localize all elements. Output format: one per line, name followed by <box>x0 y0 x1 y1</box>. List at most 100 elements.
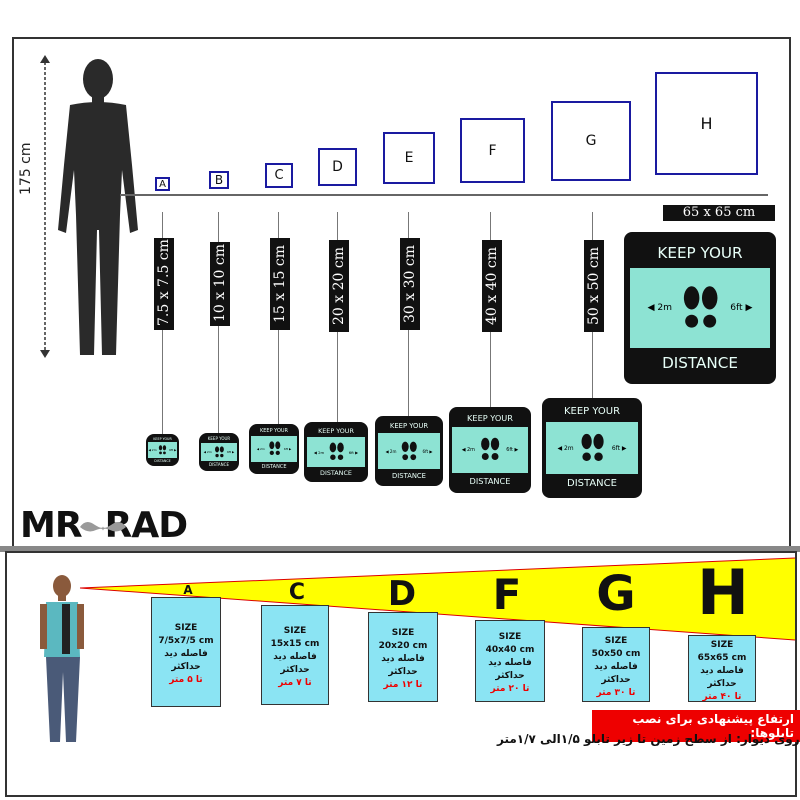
keep-distance-sign: KEEP YOUR ◀ 2m 6ft ▶ DISTANCE <box>199 433 239 471</box>
sign-middle: ◀ 2m 6ft ▶ <box>306 436 366 468</box>
panel-line2: تا ۲۰ متر <box>490 684 530 694</box>
size-box-g: G <box>551 101 631 181</box>
right-arrow-icon: 6ft ▶ <box>730 303 753 313</box>
man-photo <box>40 575 84 742</box>
big-size-label: 65 x 65 cm <box>663 205 775 221</box>
panel-size: 20x20 cm <box>378 641 428 651</box>
cone-letter-g: G <box>596 566 636 622</box>
panel-size-title: SIZE <box>604 635 628 646</box>
sign-middle: ◀ 2m 6ft ▶ <box>201 442 237 462</box>
footprints-icon <box>581 433 604 461</box>
keep-distance-sign: KEEP YOUR ◀ 2m 6ft ▶ DISTANCE <box>542 398 642 498</box>
panel-size: 50x50 cm <box>591 648 641 659</box>
panel-size: 7/5x7/5 cm <box>158 636 214 646</box>
right-arrow-icon: 6ft ▶ <box>169 448 177 452</box>
panel-line2: تا ۳۰ متر <box>596 687 636 698</box>
panel-line2: تا ۵ متر <box>169 675 203 685</box>
footprints-icon <box>329 442 344 461</box>
left-arrow-icon: ◀ 2m <box>461 447 475 453</box>
sign-footer: DISTANCE <box>392 472 426 481</box>
left-arrow-icon: ◀ 2m <box>385 448 397 454</box>
panel-line1: فاصله دید حداکثر <box>700 665 744 689</box>
keep-distance-sign: KEEP YOUR ◀ 2m 6ft ▶ DISTANCE <box>624 232 776 384</box>
size-panel: SIZE 65x65 cm فاصله دید حداکثر تا ۴۰ متر <box>688 635 756 702</box>
dimension-label-c: 15 x 15 cm <box>270 238 290 330</box>
sign-middle: ◀ 2m 6ft ▶ <box>148 442 177 458</box>
size-panel: SIZE 7/5x7/5 cm فاصله دید حداکثر تا ۵ متر <box>151 597 221 707</box>
keep-distance-sign: KEEP YOUR ◀ 2m 6ft ▶ DISTANCE <box>304 422 368 482</box>
left-arrow-icon: ◀ 2m <box>313 449 325 455</box>
panel-size-title: SIZE <box>710 639 734 650</box>
install-height-title: ارتفاع پیشنهادی برای نصب تابلوها: <box>592 710 800 742</box>
sign-footer: DISTANCE <box>261 464 287 470</box>
panel-line1: فاصله دید حداکثر <box>164 649 208 672</box>
panel-line1: فاصله دید حداکثر <box>594 661 638 685</box>
size-box-b: B <box>209 171 229 189</box>
sign-header: KEEP YOUR <box>657 244 743 263</box>
sign-footer: DISTANCE <box>469 475 511 486</box>
size-box-c: C <box>265 163 293 188</box>
sign-middle: ◀ 2m 6ft ▶ <box>452 427 528 473</box>
left-arrow-icon: ◀ 2m <box>647 303 673 313</box>
divider-bar <box>0 546 800 552</box>
dimension-label-a: 7.5 x 7.5 cm <box>154 238 174 330</box>
cone-letter-f: F <box>492 570 522 619</box>
sign-header: KEEP YOUR <box>389 421 429 430</box>
dimension-label-f: 40 x 40 cm <box>482 240 502 332</box>
cone-letter-d: D <box>387 574 417 614</box>
cone-letter-c: C <box>288 580 306 605</box>
sign-middle: ◀ 2m 6ft ▶ <box>377 432 441 470</box>
right-arrow-icon: 6ft ▶ <box>226 450 235 454</box>
size-box-f: F <box>460 118 525 183</box>
sign-footer: DISTANCE <box>209 462 229 468</box>
sign-footer: DISTANCE <box>320 469 352 478</box>
dimension-label-d: 20 x 20 cm <box>329 240 349 332</box>
keep-distance-sign: KEEP YOUR ◀ 2m 6ft ▶ DISTANCE <box>375 416 443 486</box>
panel-size: 40x40 cm <box>485 645 535 655</box>
panel-line1: فاصله دید حداکثر <box>273 652 317 675</box>
cone-letter-h: H <box>697 556 749 629</box>
sign-header: KEEP YOUR <box>563 406 621 417</box>
sign-footer: DISTANCE <box>662 353 738 372</box>
panel-size-title: SIZE <box>391 628 415 638</box>
panel-line2: تا ۴۰ متر <box>702 691 742 702</box>
panel-size-title: SIZE <box>174 623 198 633</box>
footprints-icon <box>684 286 718 328</box>
right-arrow-icon: 6ft ▶ <box>506 447 519 453</box>
height-arrow <box>40 55 50 358</box>
left-arrow-icon: ◀ 2m <box>148 448 157 452</box>
sign-header: KEEP YOUR <box>467 413 513 424</box>
panel-size-title: SIZE <box>283 626 307 636</box>
sign-footer: DISTANCE <box>567 478 617 489</box>
size-box-h: H <box>655 72 758 175</box>
footprints-icon <box>268 441 280 456</box>
eye-level-line <box>120 194 768 196</box>
panel-size: 65x65 cm <box>697 652 747 663</box>
footprints-icon <box>481 438 500 461</box>
sign-header: KEEP YOUR <box>207 436 231 441</box>
panel-line2: تا ۱۲ متر <box>383 680 423 690</box>
sign-middle: ◀ 2m 6ft ▶ <box>546 422 638 474</box>
dimension-label-g: 50 x 50 cm <box>584 240 604 332</box>
height-label: 175 cm <box>18 142 34 195</box>
sign-middle: ◀ 2m 6ft ▶ <box>630 268 770 348</box>
left-arrow-icon: ◀ 2m <box>557 444 574 452</box>
footprints-icon <box>214 446 224 458</box>
human-silhouette <box>58 59 138 355</box>
right-arrow-icon: 6ft ▶ <box>348 449 359 455</box>
sign-header: KEEP YOUR <box>318 426 354 435</box>
size-panel: SIZE 50x50 cm فاصله دید حداکثر تا ۳۰ متر <box>582 627 650 702</box>
dimension-label-b: 10 x 10 cm <box>210 242 230 326</box>
panel-size-title: SIZE <box>498 632 522 642</box>
dimension-label-e: 30 x 30 cm <box>400 238 420 330</box>
right-arrow-icon: 6ft ▶ <box>422 448 433 454</box>
sign-header: KEEP YOUR <box>259 428 289 434</box>
panel-line1: فاصله دید حداکثر <box>488 658 532 681</box>
right-arrow-icon: 6ft ▶ <box>611 444 627 452</box>
left-arrow-icon: ◀ 2m <box>203 450 212 454</box>
